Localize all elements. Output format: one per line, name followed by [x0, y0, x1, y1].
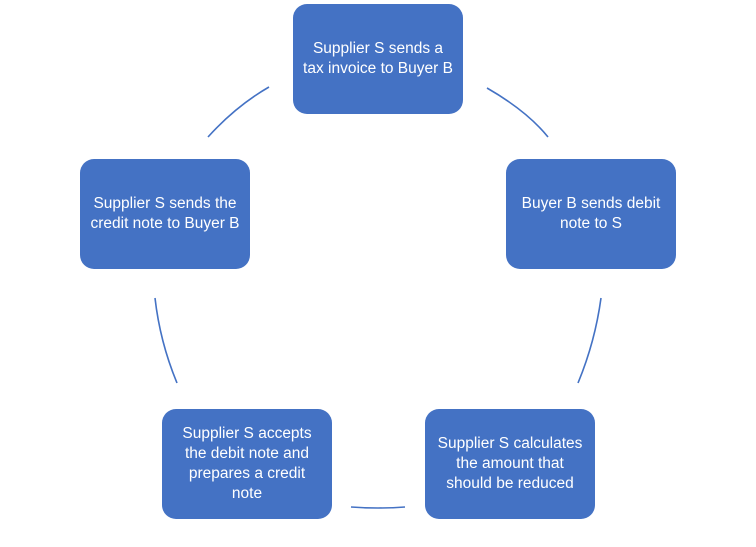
cycle-step-send-credit-note[interactable]: Supplier S sends the credit note to Buye…: [80, 159, 250, 269]
step-text: Buyer B sends debit note to S: [521, 195, 661, 232]
cycle-step-prepare-credit-note[interactable]: Supplier S accepts the debit note and pr…: [162, 409, 332, 519]
step-text: Supplier S sends the credit note to Buye…: [90, 195, 240, 232]
cycle-step-send-tax-invoice[interactable]: Supplier S sends a tax invoice to Buyer …: [293, 4, 463, 114]
cycle-step-send-debit-note[interactable]: Buyer B sends debit note to S: [506, 159, 676, 269]
connector-arc-3-4: [350, 506, 406, 509]
step-text: Supplier S accepts the debit note and pr…: [182, 425, 312, 502]
connector-arc-2-3: [577, 297, 602, 384]
connector-arc-5-1: [207, 86, 270, 138]
connector-arc-4-5: [154, 297, 178, 384]
step-text: Supplier S calculates the amount that sh…: [437, 435, 583, 492]
step-text: Supplier S sends a tax invoice to Buyer …: [303, 40, 453, 77]
connector-arc-1-2: [486, 87, 549, 138]
cycle-step-calculate-reduction[interactable]: Supplier S calculates the amount that sh…: [425, 409, 595, 519]
